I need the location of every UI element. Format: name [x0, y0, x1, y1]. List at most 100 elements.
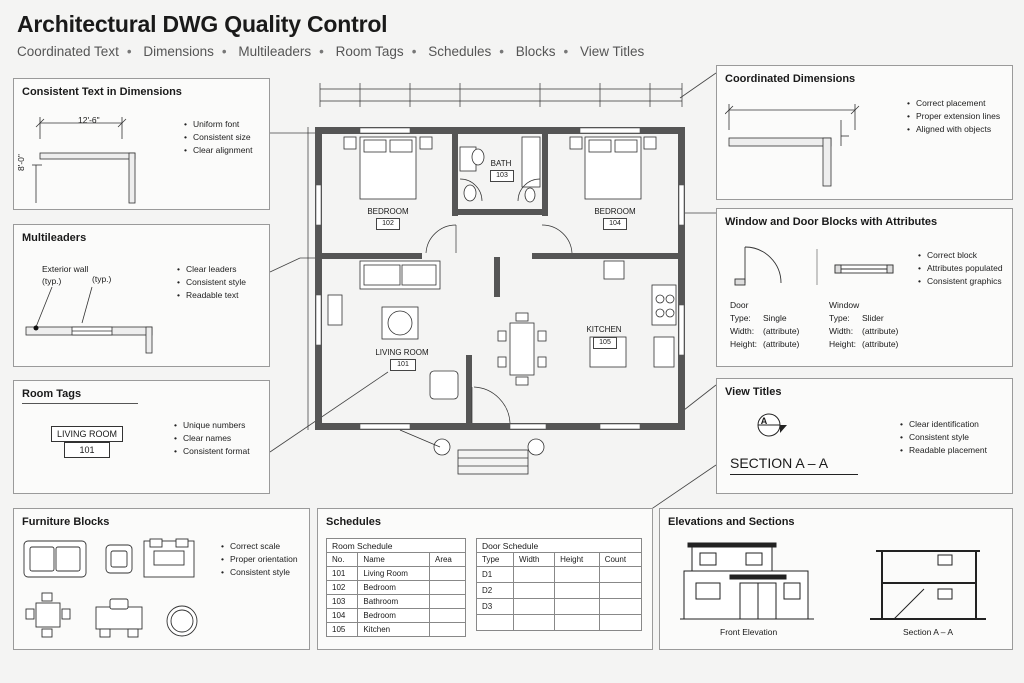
room-tag-number: 101 [64, 442, 110, 458]
section-label: Section A – A [903, 627, 954, 637]
panel-coordinated-dimensions: Coordinated Dimensions Correct placement… [716, 65, 1013, 200]
topic: Blocks [515, 44, 556, 59]
bullet-item: Proper orientation [221, 553, 298, 566]
table-cell: D2 [475, 582, 515, 599]
bullet-item: Correct placement [907, 97, 1000, 110]
table-cell [598, 582, 643, 599]
bullet-item: Aligned with objects [907, 123, 1000, 136]
table-caption: Door Schedule [476, 538, 642, 553]
bullet-item: Clear names [174, 432, 250, 445]
column-header: Type [475, 552, 515, 567]
bullet-item: Clear alignment [184, 144, 253, 157]
table-cell: Bathroom [357, 594, 430, 609]
bullet-item: Proper extension lines [907, 110, 1000, 123]
panel-title: Schedules [326, 516, 382, 528]
table-cell [598, 614, 643, 631]
coordinated-dimension-drawing [725, 104, 860, 187]
section-marker-icon [757, 413, 787, 437]
table-row: D2 [475, 582, 643, 599]
attr-label: Type: [829, 313, 850, 323]
bullet-list: Correct block Attributes populated Consi… [918, 249, 1003, 288]
attr-label: Width: [730, 326, 755, 336]
bullet-item: Unique numbers [174, 419, 250, 432]
panel-multileaders: Multileaders Exterior wall (typ.) (typ.)… [13, 224, 270, 367]
bullet-item: Readable placement [900, 444, 987, 457]
front-elevation-label: Front Elevation [720, 627, 778, 637]
column-header: No. [325, 552, 359, 567]
bullet-item: Consistent style [177, 276, 246, 289]
room-tag-name: LIVING ROOM [51, 426, 123, 442]
leader-label: (typ.) [92, 274, 112, 284]
leader-label: Exterior wall [42, 264, 89, 274]
column-header: Name [357, 552, 430, 567]
attr-value: (attribute) [763, 326, 800, 336]
plan-room-name: BATH [490, 159, 512, 168]
table-cell [428, 594, 467, 609]
floor-plan-drawing [307, 83, 685, 475]
table-cell: D1 [475, 566, 515, 583]
table-cell: Bedroom [357, 580, 430, 595]
attr-label: Height: [730, 339, 757, 349]
table-row [475, 614, 643, 631]
table-cell: 103 [325, 594, 359, 609]
multileader-drawing [25, 286, 153, 354]
dimension-detail-drawing [32, 117, 136, 204]
table-cell [554, 582, 600, 599]
panel-window-door-blocks: Window and Door Blocks with Attributes D… [716, 208, 1013, 367]
attr-value: Slider [862, 313, 884, 323]
plan-room-name: KITCHEN [586, 325, 622, 334]
table-row: D3 [475, 598, 643, 615]
column-header: Count [598, 552, 643, 567]
table-cell [554, 566, 600, 583]
table-cell: 104 [325, 608, 359, 623]
block-drawings [734, 246, 894, 286]
table-cell: 105 [325, 622, 359, 637]
window-attributes: Window Type:Slider Width:(attribute) Hei… [829, 299, 898, 351]
panel-text-dimensions: Consistent Text in Dimensions 12'-6" 8'-… [13, 78, 270, 210]
bullet-list: Correct placement Proper extension lines… [907, 97, 1000, 136]
plan-room-number: 103 [490, 170, 514, 182]
table-cell: Kitchen [357, 622, 430, 637]
plan-room-number: 105 [593, 337, 617, 349]
panel-title: Elevations and Sections [668, 516, 795, 528]
column-header: Area [428, 552, 467, 567]
dimension-text-vertical: 8'-0" [16, 154, 26, 171]
bullet-item: Consistent format [174, 445, 250, 458]
plan-room-number: 102 [376, 218, 400, 230]
panel-view-titles: View Titles A SECTION A – A Clear identi… [716, 378, 1013, 494]
attr-label: Height: [829, 339, 856, 349]
table-caption: Room Schedule [326, 538, 466, 553]
panel-title: Room Tags [22, 388, 82, 400]
bullet-item: Uniform font [184, 118, 253, 131]
table-header-row: Type Width Height Count [475, 552, 643, 567]
page-title: Architectural DWG Quality Control [17, 11, 388, 37]
table-cell [598, 598, 643, 615]
bullet-list: Clear identification Consistent style Re… [900, 418, 987, 457]
plan-room-name: BEDROOM [594, 207, 636, 216]
bullet-item: Consistent style [221, 566, 298, 579]
panel-title: Consistent Text in Dimensions [22, 86, 182, 98]
leader-label: (typ.) [42, 276, 62, 286]
window-heading: Window [829, 300, 860, 310]
table-cell [428, 566, 467, 581]
attr-label: Type: [730, 313, 751, 323]
topic: View Titles [580, 44, 645, 59]
table-row: D1 [475, 566, 643, 583]
panel-elevations-sections: Elevations and Sections Front Elevation … [659, 508, 1013, 650]
table-cell: D3 [475, 598, 515, 615]
bullet-item: Clear identification [900, 418, 987, 431]
attr-value: (attribute) [862, 339, 899, 349]
attr-value: (attribute) [763, 339, 800, 349]
bullet-item: Consistent graphics [918, 275, 1003, 288]
topic: Schedules [428, 44, 492, 59]
bullet-item: Consistent size [184, 131, 253, 144]
table-cell: Bedroom [357, 608, 430, 623]
table-cell: 101 [325, 566, 359, 581]
bullet-item: Consistent style [900, 431, 987, 444]
bullet-list: Unique numbers Clear names Consistent fo… [174, 419, 250, 458]
plan-room-name: BEDROOM [367, 207, 409, 216]
